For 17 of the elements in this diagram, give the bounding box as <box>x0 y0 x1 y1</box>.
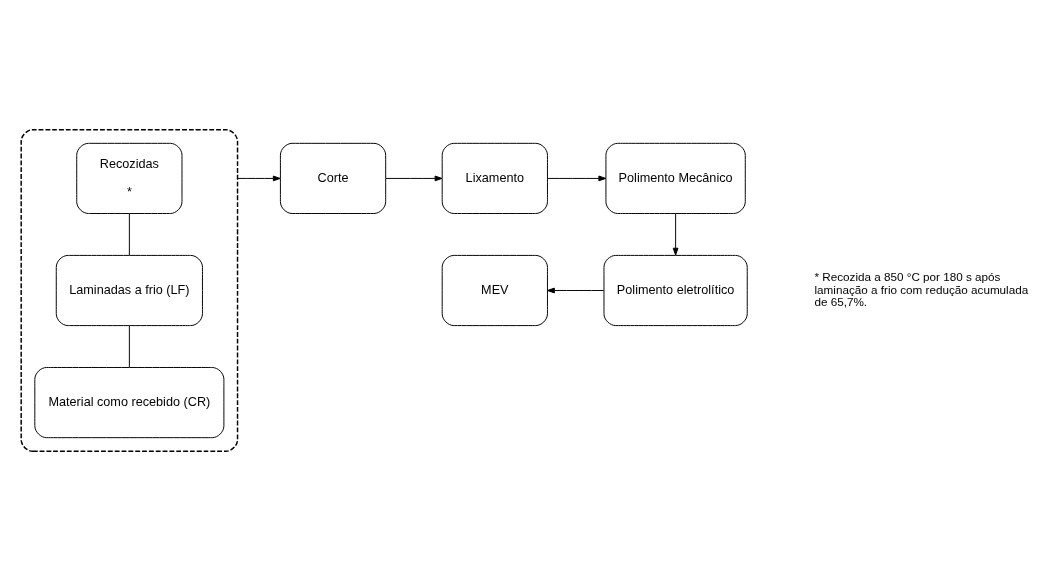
arrow <box>547 287 605 294</box>
node-box: Material como recebido (CR) <box>34 367 225 439</box>
node-box: Polimento Mecânico <box>605 142 746 214</box>
node-box: Lixamento <box>441 142 548 214</box>
arrow <box>385 175 443 182</box>
node-box: Polimento eletrolítico <box>603 254 748 327</box>
arrow <box>547 175 607 182</box>
arrow <box>672 213 679 256</box>
node-box: Laminadas a frio (LF) <box>55 254 203 327</box>
label: * Recozida a 850 °C por 180 s após laminação a frio com redução acumulada de 65,7%. <box>814 269 1029 309</box>
node-box: Recozidas * <box>76 142 183 214</box>
node-box: MEV <box>441 254 548 327</box>
arrow <box>237 175 281 182</box>
cluster <box>20 128 239 453</box>
connector <box>128 213 130 256</box>
node-box: Corte <box>279 142 387 214</box>
connector <box>128 325 130 368</box>
